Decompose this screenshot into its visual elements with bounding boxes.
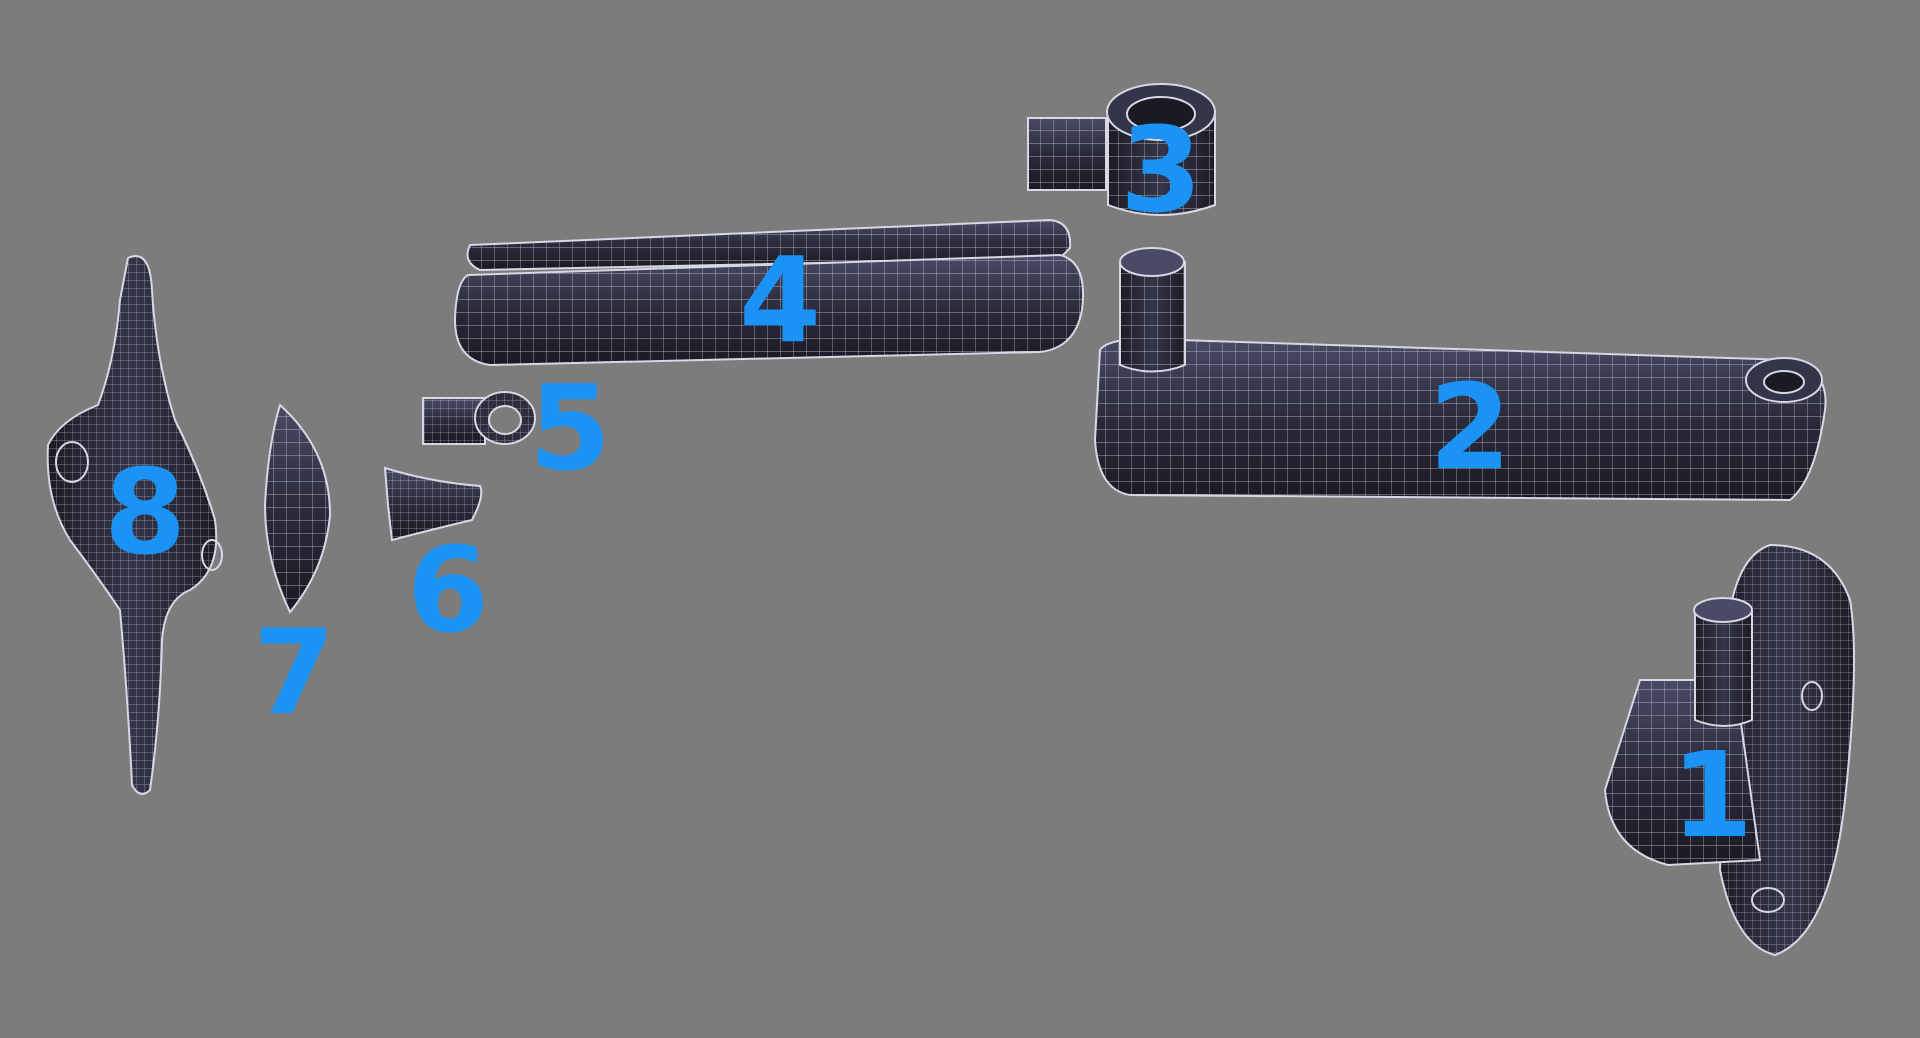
part-label-5: 5 (528, 359, 612, 497)
part-label-1: 1 (1670, 726, 1754, 864)
part-label-2: 2 (1428, 358, 1512, 496)
part-5-mesh (422, 391, 536, 445)
part-label-3: 3 (1119, 101, 1203, 239)
part-3-mesh (1027, 83, 1216, 216)
part-label-6: 6 (406, 521, 490, 659)
part-7-mesh (263, 403, 332, 614)
part-6-mesh (383, 466, 483, 542)
part-label-7: 7 (252, 603, 336, 741)
part-2-mesh (1093, 247, 1827, 502)
part-8-mesh (46, 255, 223, 795)
part-label-4: 4 (738, 231, 822, 369)
part-4-mesh (453, 218, 1084, 367)
part-1-mesh (1603, 543, 1855, 957)
part-label-8: 8 (103, 443, 187, 581)
